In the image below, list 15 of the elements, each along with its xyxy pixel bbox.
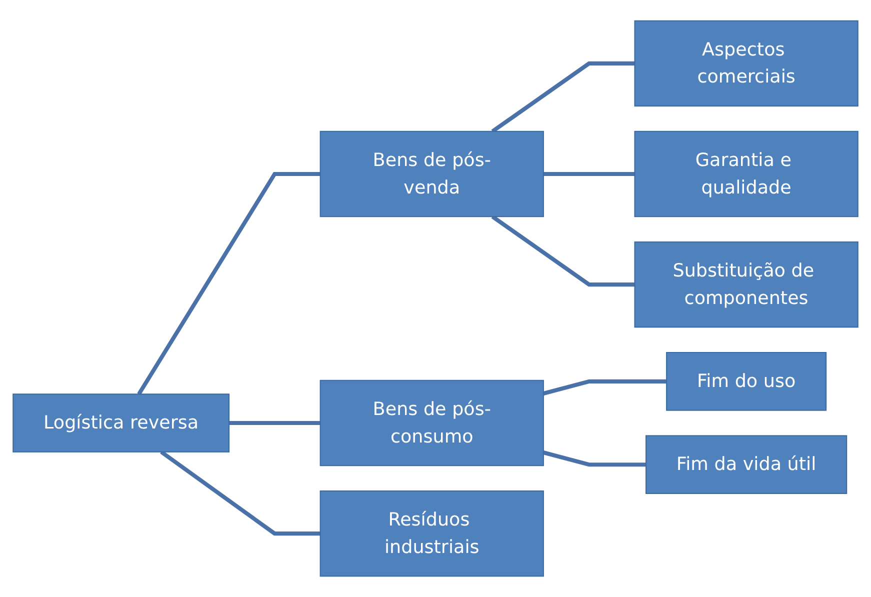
node-box: Fim da vida útil <box>646 435 848 494</box>
connector <box>543 172 635 176</box>
node-box: Resíduos industriais <box>320 490 544 577</box>
node-box: Fim do uso <box>666 352 827 411</box>
connector <box>229 420 320 426</box>
node-box: Substituição de componentes <box>634 241 858 328</box>
node-box: Garantia e qualidade <box>634 130 858 218</box>
connector <box>542 379 667 396</box>
node-box: Bens de pós-venda <box>320 130 544 218</box>
connector <box>160 450 320 536</box>
connector <box>137 172 320 396</box>
connector <box>542 450 646 467</box>
node-box: Bens de pós-consumo <box>320 380 544 466</box>
node-box: Aspectos comerciais <box>634 20 858 107</box>
node-box: Logística reversa <box>12 394 230 452</box>
